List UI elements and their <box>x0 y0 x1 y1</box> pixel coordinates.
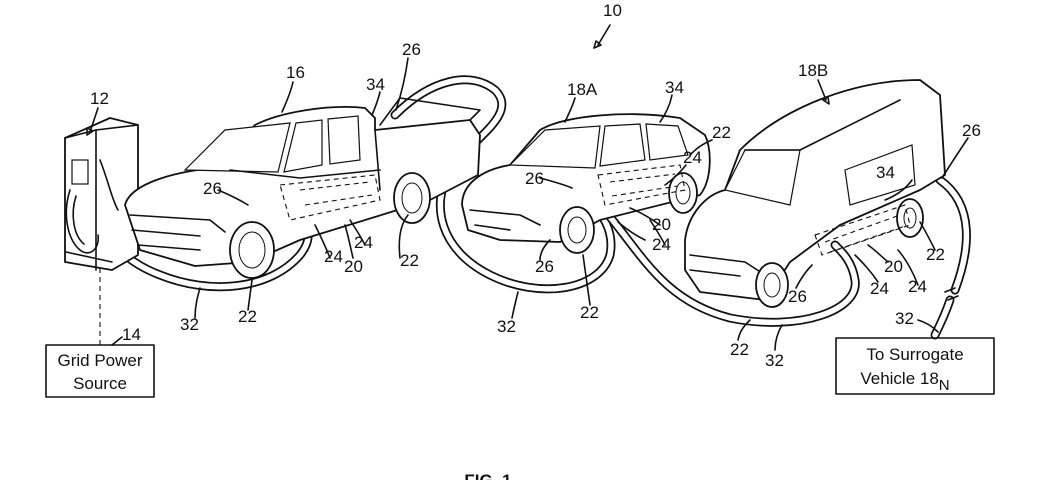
reference-numerals: 10 12 16 26 34 18A 34 18B 26 22 24 34 26… <box>90 1 981 370</box>
label-26-c: 26 <box>525 169 544 188</box>
label-14: 14 <box>122 325 141 344</box>
label-24-b: 24 <box>354 233 373 252</box>
label-20-c: 20 <box>884 257 903 276</box>
label-16: 16 <box>286 63 305 82</box>
sedan-car <box>461 113 711 254</box>
grid-box-line1: Grid Power <box>57 351 142 370</box>
surrogate-box-subscript: N <box>939 377 950 394</box>
label-34-a: 34 <box>366 75 385 94</box>
label-34-c: 34 <box>876 163 895 182</box>
surrogate-vehicle-box: To Surrogate Vehicle 18N <box>835 337 995 395</box>
label-32-b: 32 <box>497 317 516 336</box>
label-20-a: 20 <box>344 257 363 276</box>
charging-station <box>64 117 139 271</box>
label-32-c: 32 <box>895 309 914 328</box>
surrogate-box-line2: Vehicle 18N <box>860 369 949 394</box>
label-20-b: 20 <box>652 215 671 234</box>
label-24-a: 24 <box>683 148 702 167</box>
surrogate-box-line1: To Surrogate <box>866 345 963 364</box>
grid-power-source-box: Grid Power Source <box>45 344 155 398</box>
label-22-d: 22 <box>238 307 257 326</box>
label-26-e: 26 <box>535 257 554 276</box>
grid-box-line2: Source <box>73 374 127 393</box>
label-32-d: 32 <box>765 351 784 370</box>
cargo-van <box>684 79 946 308</box>
label-12: 12 <box>90 89 109 108</box>
label-22-e: 22 <box>580 303 599 322</box>
label-10: 10 <box>603 1 622 20</box>
leader-lines <box>86 24 969 351</box>
label-22-f: 22 <box>730 340 749 359</box>
label-24-e: 24 <box>870 279 889 298</box>
label-24-c: 24 <box>324 247 343 266</box>
label-18a: 18A <box>567 80 598 99</box>
label-26-b: 26 <box>962 121 981 140</box>
label-26-d: 26 <box>203 179 222 198</box>
label-24-f: 24 <box>908 277 927 296</box>
label-22-a: 22 <box>712 123 731 142</box>
label-32-a: 32 <box>180 315 199 334</box>
label-18b: 18B <box>798 61 828 80</box>
figure-caption: FIG. 1 <box>464 471 511 480</box>
label-26-f: 26 <box>788 287 807 306</box>
label-26-a: 26 <box>402 40 421 59</box>
pickup-truck <box>124 97 481 279</box>
label-22-c: 22 <box>926 245 945 264</box>
surrogate-box-line2-main: Vehicle 18 <box>860 369 938 388</box>
label-34-b: 34 <box>665 78 684 97</box>
label-24-d: 24 <box>652 235 671 254</box>
label-22-b: 22 <box>400 251 419 270</box>
